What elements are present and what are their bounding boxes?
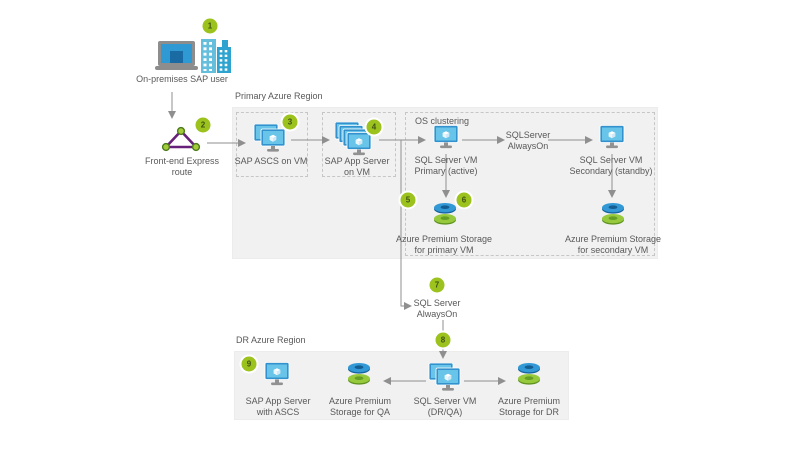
vm-icon — [263, 362, 291, 390]
step-badge-3: 3 — [282, 114, 298, 130]
expressroute-triangle-icon — [160, 125, 202, 153]
storage-primary-label: Azure Premium Storage for primary VM — [395, 234, 493, 255]
expressroute-label: Front-end Express route — [144, 156, 220, 177]
dr-sql-label: SQL Server VM (DR/QA) — [413, 396, 477, 417]
vm-icon — [432, 125, 460, 153]
os-clustering-label: OS clustering — [415, 116, 470, 126]
premium-storage-icon — [598, 202, 628, 228]
laptop-buildings-icon — [155, 37, 233, 75]
step-badge-4: 4 — [366, 119, 382, 135]
step-badge-7: 7 — [429, 277, 445, 293]
step-badge-9: 9 — [241, 356, 257, 372]
dr-sap-app-label: SAP App Server with ASCS — [245, 396, 311, 417]
dr-azure-region-box — [234, 351, 569, 420]
sql-alwayson-mid-label: SQL Server AlwaysOn — [413, 298, 461, 319]
on-premises-user-label: On-premises SAP user — [136, 74, 228, 84]
sql-secondary-label: SQL Server VM Secondary (standby) — [569, 155, 653, 176]
premium-storage-icon — [430, 202, 460, 228]
arrow-branch-to-sqlalwayson — [400, 140, 412, 310]
sap-app-dashed-box — [322, 112, 396, 177]
dr-region-label: DR Azure Region — [236, 335, 306, 345]
premium-storage-icon — [514, 362, 544, 388]
os-clustering-dashed-box — [405, 112, 655, 256]
sap-ascs-label: SAP ASCS on VM — [234, 156, 308, 166]
step-badge-1: 1 — [202, 18, 218, 34]
vm-icon — [598, 125, 626, 153]
vm-double-icon — [428, 362, 464, 393]
dr-storage-qa-label: Azure Premium Storage for QA — [328, 396, 392, 417]
vm-double-icon — [253, 123, 289, 154]
sap-ascs-dashed-box — [236, 112, 308, 177]
step-badge-6: 6 — [456, 192, 472, 208]
step-badge-8: 8 — [435, 332, 451, 348]
step-badge-2: 2 — [195, 117, 211, 133]
premium-storage-icon — [344, 362, 374, 388]
step-badge-5: 5 — [400, 192, 416, 208]
primary-region-label: Primary Azure Region — [235, 91, 323, 101]
sap-app-label: SAP App Server on VM — [324, 156, 390, 177]
storage-secondary-label: Azure Premium Storage for secondary VM — [564, 234, 662, 255]
sqlserver-alwayson-top-label: SQLServer AlwaysOn — [505, 130, 551, 151]
dr-storage-dr-label: Azure Premium Storage for DR — [497, 396, 561, 417]
sql-primary-label: SQL Server VM Primary (active) — [414, 155, 478, 176]
